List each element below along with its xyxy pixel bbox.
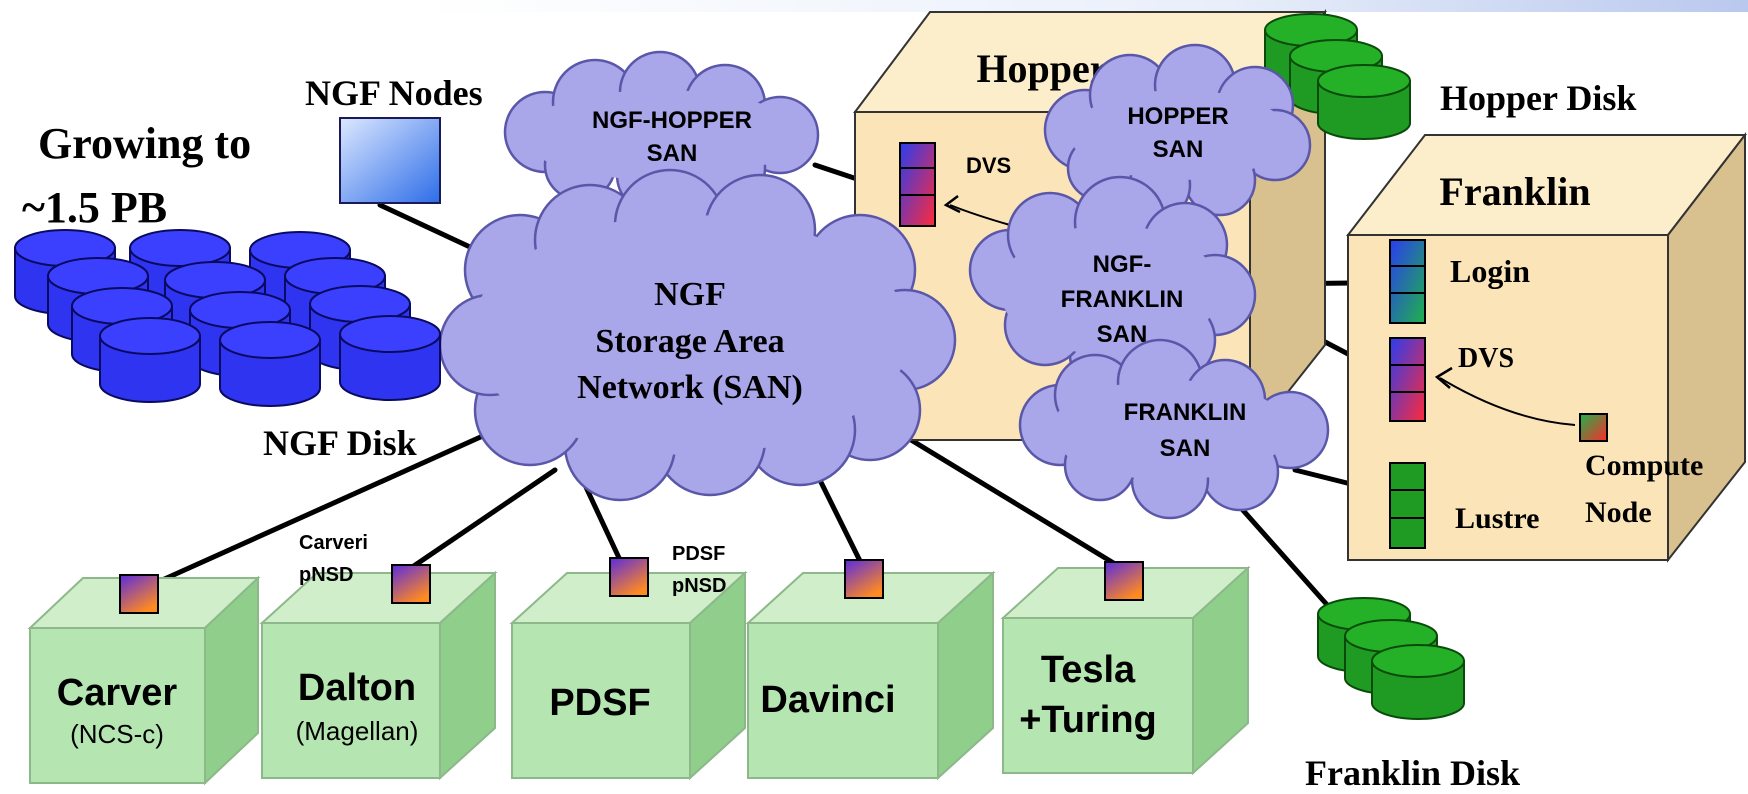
carver-name: Carver [57,672,178,714]
header-band [420,0,1748,12]
franklin-disk-label: Franklin Disk [1305,753,1520,793]
tesla-box: Tesla +Turing [1000,561,1251,776]
ngf-franklin-san-cloud [968,175,1257,397]
pdsf-box: PDSF pNSD PDSF [509,543,748,781]
ngf-san-cloud [438,168,957,502]
franklin-dvs-label: DVS [1458,343,1514,374]
carver-sub: (NCS-c) [70,719,164,749]
pdsf-name: PDSF [549,682,650,724]
hopper-dvs-node [899,142,936,227]
ngf-disk-label: NGF Disk [263,423,417,463]
ngf-franklin-san-line1: NGF- [1093,251,1152,278]
franklin-lustre-label: Lustre [1455,502,1539,535]
hopper-title: Hopper [976,46,1107,91]
davinci-name: Davinci [760,679,895,721]
franklin-dvs-node [1389,337,1426,422]
franklin-title: Franklin [1439,169,1590,214]
ngf-san-line1: NGF [654,276,726,313]
franklin-login-label: Login [1450,253,1530,289]
ngf-san-line3: Network (SAN) [577,369,803,406]
davinci-pnsd-icon [844,559,884,599]
pdsf-pnsd-icon [609,557,649,597]
ngf-nodes-icon [339,117,441,204]
tesla-line2: +Turing [1019,699,1157,741]
franklin-san-line2: SAN [1160,435,1211,462]
ngf-hopper-san-line2: SAN [647,140,698,167]
pdsf-pnsd-line2: pNSD [672,575,726,597]
carver-pnsd-icon [119,574,159,614]
franklin-disk [1317,597,1465,720]
franklin-lustre-node [1389,462,1426,549]
ngf-disk-array [14,229,441,407]
ngf-san-line2: Storage Area [595,323,784,360]
hopper-san-line2: SAN [1153,136,1204,163]
pdsf-link [582,482,623,563]
ngf-nodes-label: NGF Nodes [305,73,483,113]
carver-box: Carver (NCS-c) [27,574,261,786]
hopper-san-cloud [1043,43,1312,222]
hopper-san-line1: HOPPER [1127,103,1228,130]
compute-node-label-line1: Compute [1585,449,1703,482]
pdsf-pnsd-line1: PDSF [672,543,725,565]
tesla-pnsd-icon [1104,561,1144,601]
hopper-dvs-arrow [943,195,961,214]
dalton-sub: (Magellan) [296,716,419,746]
dalton-pnsd-line1: Carveri [299,532,368,554]
dalton-pnsd-icon [391,564,431,604]
dalton-link [402,467,558,575]
dalton-name: Dalton [298,667,416,709]
ngf-franklin-san-line2: FRANKLIN [1061,286,1184,313]
franklin-lustre-link [1292,467,1358,488]
franklin-san-cloud [1018,338,1330,520]
growth-note-line2: ~1.5 PB [22,183,167,232]
dalton-pnsd-line2: pNSD [299,564,353,586]
ngf-franklin-san-line3: SAN [1097,321,1148,348]
growth-note-line1: Growing to [38,119,251,168]
ngf-hopper-san-line1: NGF-HOPPER [592,107,752,134]
franklin-dvs-arrow [1434,366,1453,389]
franklin-san-line1: FRANKLIN [1124,399,1247,426]
franklin-login-node [1389,239,1426,324]
hopper-dvs-label: DVS [966,153,1011,178]
franklin-disk-link [1222,487,1348,628]
compute-node-icon [1579,413,1608,442]
compute-node-label-line2: Node [1585,496,1652,529]
franklin-cube: Franklin Login DVS Compute Node Lustre [1345,132,1748,563]
davinci-box: Davinci [745,559,996,781]
carver-link [137,432,488,593]
tesla-line1: Tesla [1041,649,1136,691]
hopper-disk-label: Hopper Disk [1440,78,1636,118]
dalton-box: Carveri pNSD Dalton (Magellan) [259,532,498,781]
